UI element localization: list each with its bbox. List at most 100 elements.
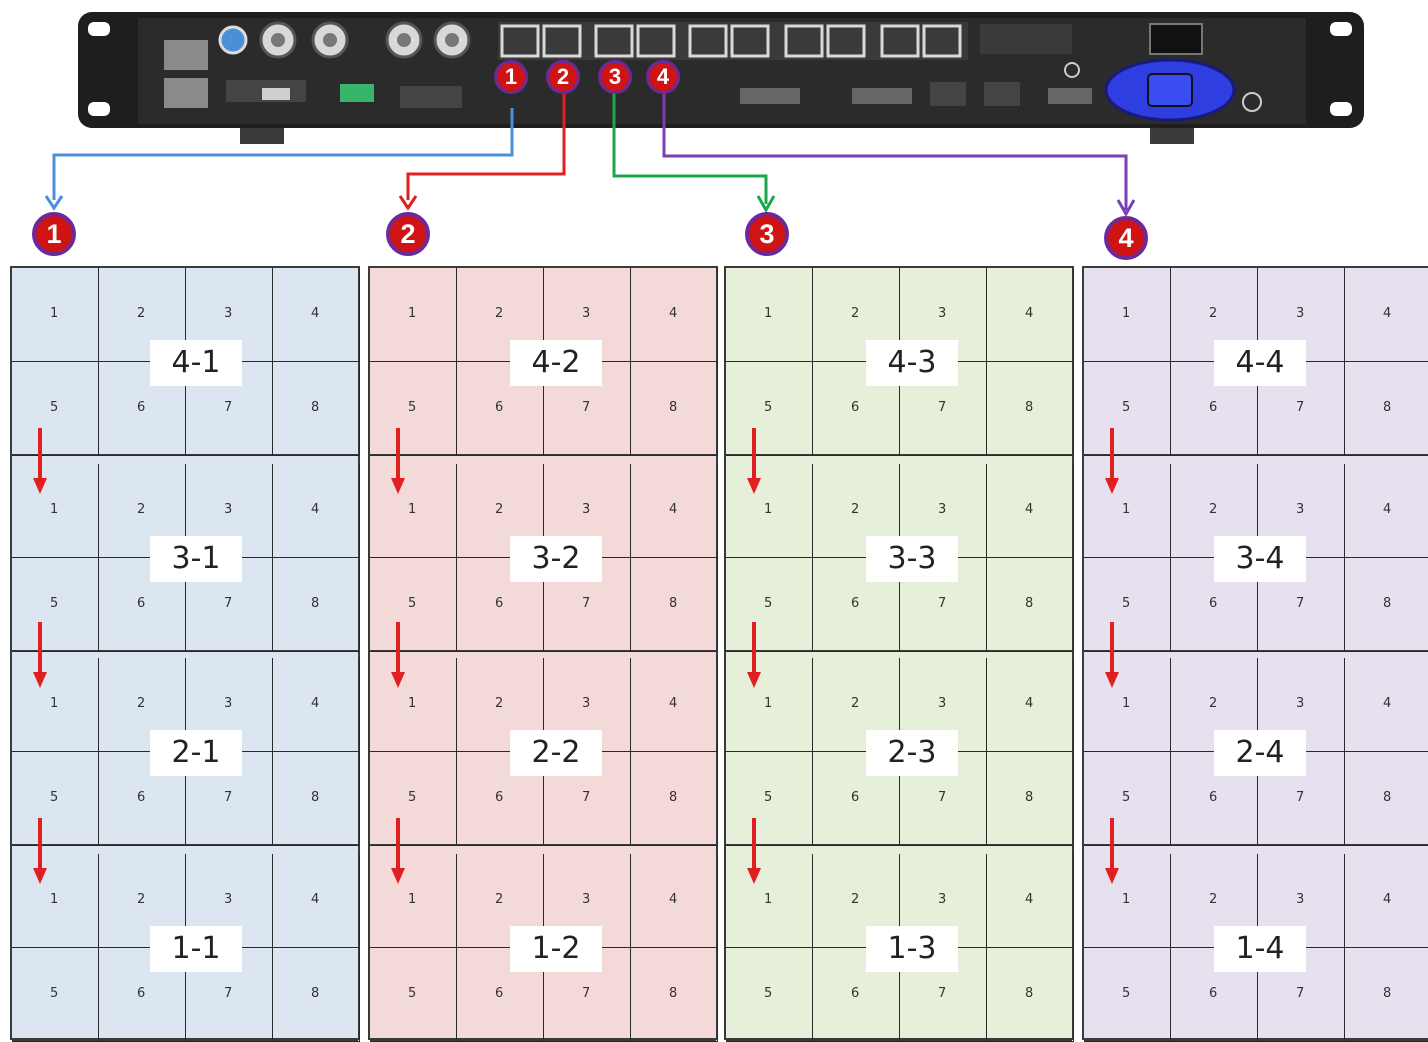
module-cell: 8 — [631, 948, 718, 1042]
port-badge-2: 2 — [546, 60, 580, 94]
module-number: 4 — [1025, 306, 1033, 321]
module-number: 6 — [137, 400, 145, 415]
cabinet-4-1: 123456784-1 — [12, 268, 358, 456]
module-number: 5 — [408, 400, 416, 415]
module-number: 8 — [311, 986, 319, 1001]
chain-down-arrow — [32, 622, 48, 690]
module-cell: 8 — [273, 558, 360, 652]
module-number: 7 — [224, 790, 232, 805]
module-number: 5 — [50, 790, 58, 805]
module-cell: 8 — [631, 752, 718, 846]
module-cell: 4 — [631, 854, 718, 948]
cabinet-label: 4-2 — [510, 340, 602, 386]
module-number: 2 — [495, 306, 503, 321]
module-number: 2 — [137, 892, 145, 907]
cabinet-label: 4-1 — [150, 340, 242, 386]
module-number: 3 — [224, 696, 232, 711]
module-number: 7 — [224, 400, 232, 415]
module-number: 2 — [495, 696, 503, 711]
module-number: 6 — [495, 790, 503, 805]
module-number: 8 — [1025, 400, 1033, 415]
module-cell: 1 — [370, 464, 457, 558]
module-number: 3 — [938, 502, 946, 517]
module-number: 2 — [1209, 502, 1217, 517]
module-number: 1 — [408, 696, 416, 711]
module-number: 4 — [311, 892, 319, 907]
module-cell: 1 — [370, 854, 457, 948]
module-cell: 8 — [987, 752, 1074, 846]
module-number: 2 — [851, 892, 859, 907]
module-cell: 5 — [12, 948, 99, 1042]
module-number: 4 — [669, 696, 677, 711]
chain-down-arrow — [1104, 428, 1120, 496]
module-cell: 4 — [631, 658, 718, 752]
cabinet-label: 4-3 — [866, 340, 958, 386]
module-cell: 8 — [987, 558, 1074, 652]
output-badge-2: 2 — [386, 212, 430, 256]
module-cell: 8 — [631, 362, 718, 456]
module-number: 5 — [764, 596, 772, 611]
module-number: 2 — [851, 696, 859, 711]
module-number: 7 — [224, 986, 232, 1001]
module-number: 2 — [137, 306, 145, 321]
chain-down-arrow — [1104, 818, 1120, 886]
module-number: 2 — [495, 892, 503, 907]
module-number: 7 — [1296, 400, 1304, 415]
module-cell: 5 — [370, 362, 457, 456]
module-cell: 4 — [1345, 464, 1428, 558]
module-number: 3 — [224, 892, 232, 907]
chain-down-arrow — [746, 818, 762, 886]
module-number: 1 — [1122, 696, 1130, 711]
cabinet-3-1: 123456783-1 — [12, 464, 358, 652]
module-number: 4 — [1383, 892, 1391, 907]
module-number: 1 — [1122, 502, 1130, 517]
cabinet-label: 3-3 — [866, 536, 958, 582]
chain-down-arrow — [32, 428, 48, 496]
module-number: 6 — [1209, 986, 1217, 1001]
module-number: 3 — [582, 502, 590, 517]
module-number: 2 — [851, 306, 859, 321]
cabinet-label: 1-2 — [510, 926, 602, 972]
module-cell: 4 — [987, 464, 1074, 558]
module-number: 4 — [1383, 502, 1391, 517]
module-number: 5 — [1122, 790, 1130, 805]
module-cell: 5 — [1084, 948, 1171, 1042]
module-cell: 4 — [1345, 268, 1428, 362]
module-number: 4 — [311, 696, 319, 711]
output-badge-1: 1 — [32, 212, 76, 256]
module-number: 1 — [408, 502, 416, 517]
module-number: 1 — [408, 892, 416, 907]
chain-down-arrow — [746, 428, 762, 496]
module-number: 6 — [851, 400, 859, 415]
module-cell: 4 — [987, 658, 1074, 752]
module-number: 6 — [851, 986, 859, 1001]
chain-down-arrow — [1104, 622, 1120, 690]
module-number: 7 — [1296, 596, 1304, 611]
cabinet-label: 2-3 — [866, 730, 958, 776]
module-cell: 1 — [12, 268, 99, 362]
module-cell: 8 — [273, 948, 360, 1042]
module-number: 7 — [582, 790, 590, 805]
module-cell: 5 — [726, 948, 813, 1042]
module-cell: 5 — [1084, 558, 1171, 652]
module-number: 7 — [224, 596, 232, 611]
module-cell: 5 — [12, 752, 99, 846]
module-number: 3 — [224, 306, 232, 321]
cable-path-2 — [408, 92, 564, 200]
module-cell: 5 — [370, 752, 457, 846]
module-number: 7 — [582, 986, 590, 1001]
module-number: 8 — [669, 596, 677, 611]
cabinet-1-1: 123456781-1 — [12, 854, 358, 1042]
module-cell: 4 — [631, 464, 718, 558]
module-cell: 5 — [1084, 362, 1171, 456]
module-number: 4 — [669, 502, 677, 517]
module-number: 4 — [1383, 306, 1391, 321]
module-number: 8 — [1025, 790, 1033, 805]
module-cell: 4 — [273, 658, 360, 752]
module-cell: 4 — [987, 854, 1074, 948]
module-number: 5 — [1122, 596, 1130, 611]
module-number: 3 — [582, 696, 590, 711]
